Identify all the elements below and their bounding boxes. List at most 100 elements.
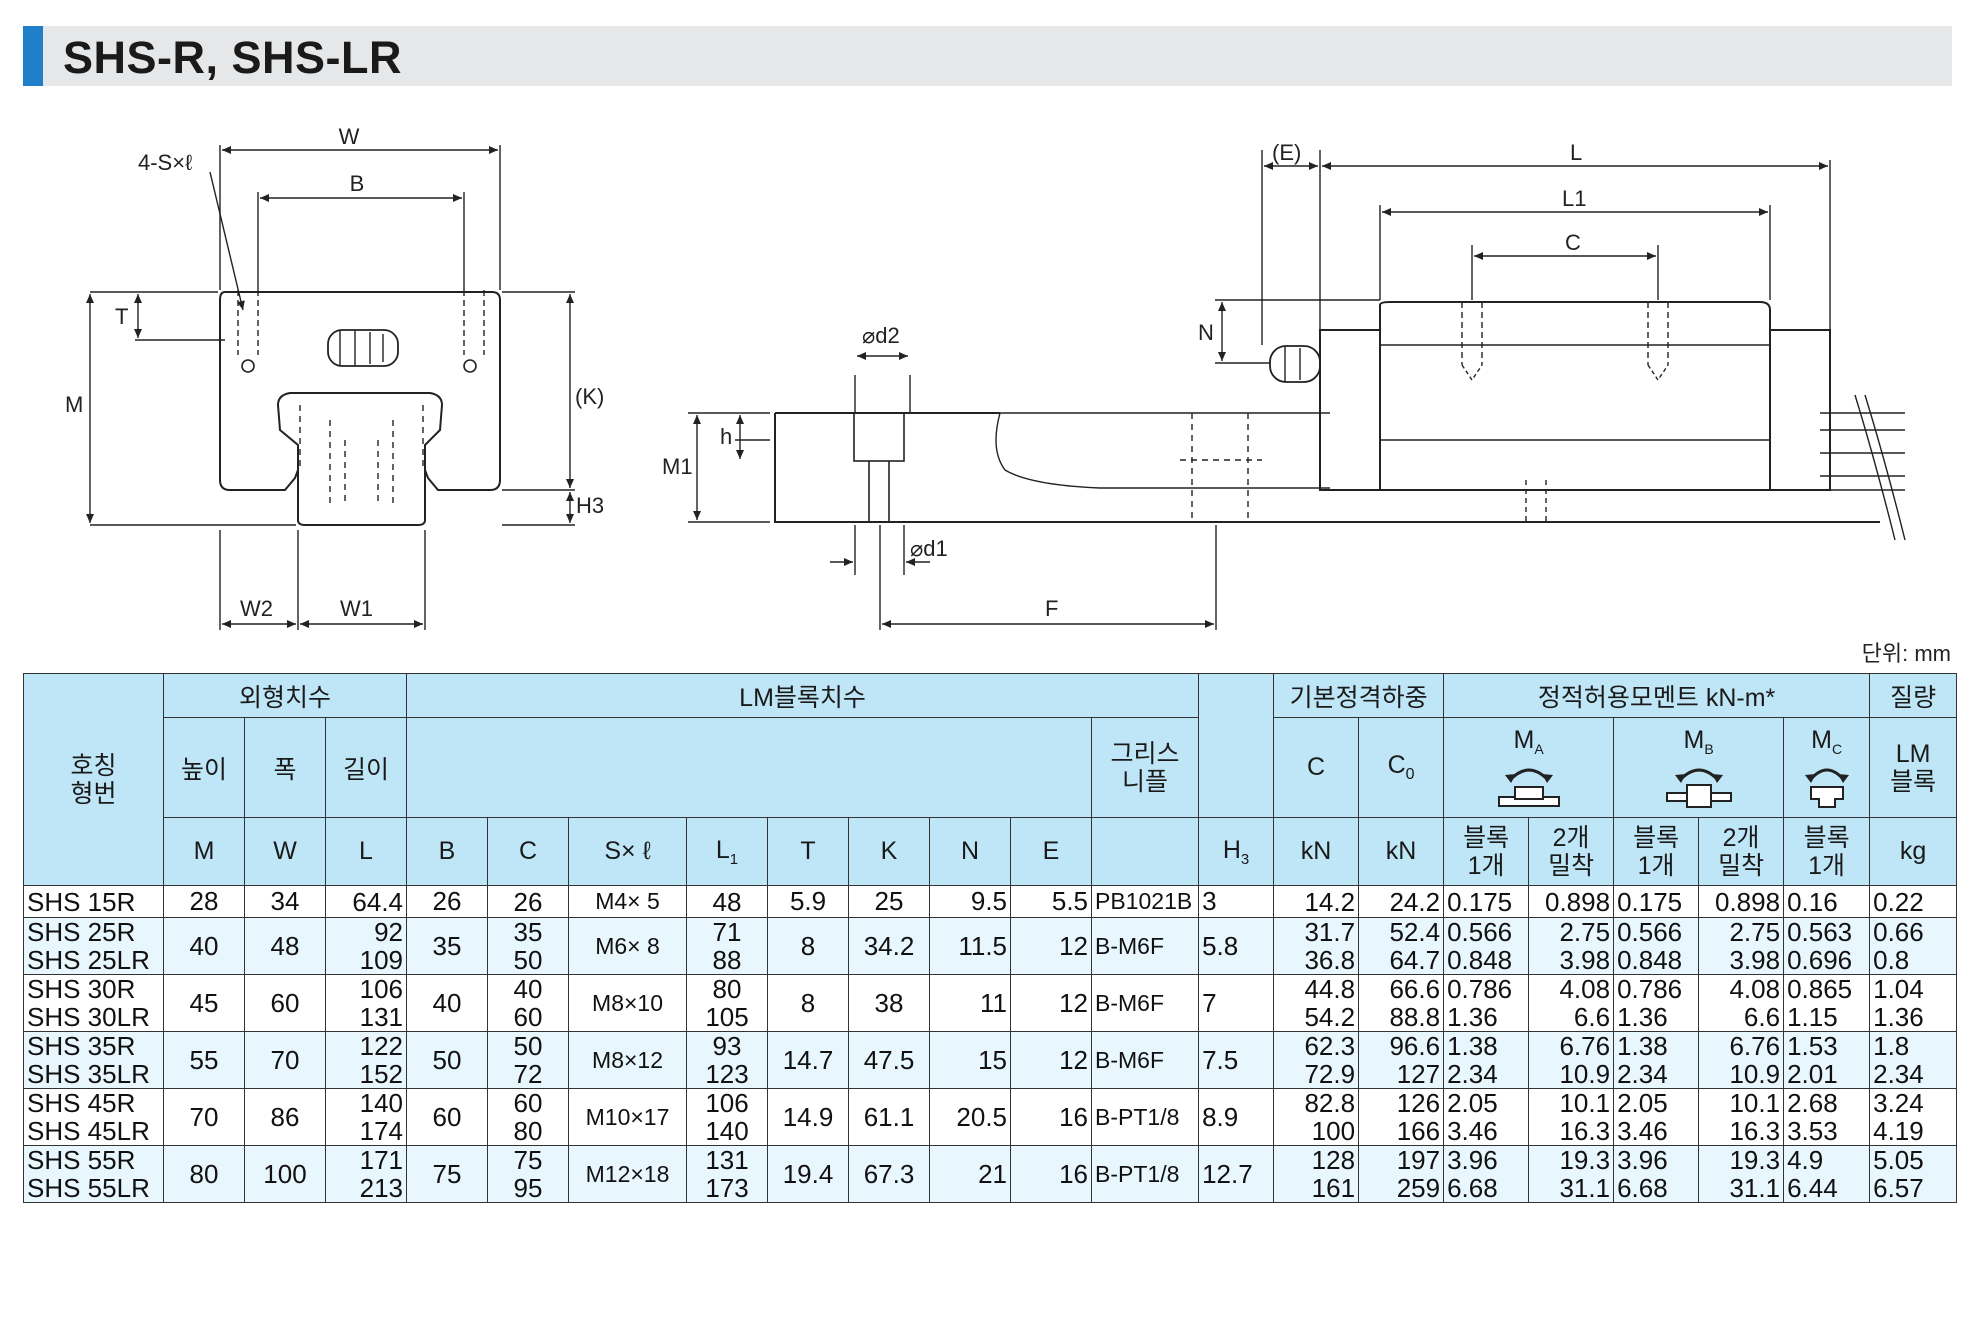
- cdyn-symbol: C: [1307, 753, 1326, 781]
- cell-line: 14.2: [1304, 886, 1356, 917]
- cell-line: 10.9: [1559, 1059, 1611, 1089]
- cell-b: 26: [406, 885, 489, 918]
- cell-model: SHS 15R: [23, 885, 164, 918]
- cell-grease: B-M6F: [1091, 974, 1200, 1032]
- c0-symbol: C0: [1387, 751, 1415, 783]
- ma-symbol: MA: [1513, 726, 1544, 757]
- cell-line: 2.34: [1447, 1059, 1498, 1089]
- cell-line: 140: [359, 1088, 404, 1118]
- cell-k: 61.1: [848, 1088, 931, 1146]
- cell-line: 1.15: [1787, 1002, 1838, 1032]
- header-ma-one: 블록 1개: [1443, 817, 1530, 886]
- cell-s: M12×18: [568, 1145, 688, 1203]
- cell-line: 3.24: [1873, 1088, 1924, 1118]
- cell-line: 2.68: [1787, 1088, 1838, 1118]
- cell-line: 106: [705, 1088, 749, 1118]
- cell-line: 259: [1396, 1173, 1441, 1203]
- cell-line: 0.898: [1715, 886, 1781, 917]
- cell-line: 3.96: [1617, 1145, 1668, 1175]
- cell-line: 6.68: [1617, 1173, 1668, 1203]
- moment-b-icon: [1665, 768, 1732, 808]
- cell-k: 25: [848, 885, 931, 918]
- cell-n: 11.5: [929, 917, 1012, 975]
- cell-line: 4.19: [1873, 1116, 1924, 1146]
- cell-line: 152: [359, 1059, 404, 1089]
- header-mc: MC: [1783, 717, 1871, 818]
- cell-line: 6.76: [1559, 1031, 1611, 1061]
- cell-line: 6.6: [1573, 1002, 1611, 1032]
- cell-line: 31.1: [1559, 1173, 1611, 1203]
- header-width: 폭: [244, 717, 326, 818]
- cell-b: 75: [406, 1145, 489, 1203]
- cell-line: 1.53: [1787, 1031, 1838, 1061]
- cell-line: 82.8: [1304, 1088, 1356, 1118]
- cell-line: 50: [513, 945, 543, 975]
- cell-grease: B-M6F: [1091, 1031, 1200, 1089]
- cell-line: 173: [705, 1173, 749, 1203]
- cell-n: 11: [929, 974, 1012, 1032]
- cell-line: 6.57: [1873, 1173, 1924, 1203]
- cell-line: 62.3: [1304, 1031, 1356, 1061]
- header-sym-W: W: [244, 817, 326, 886]
- cell-mc: 0.16: [1783, 885, 1871, 918]
- cell-line: 48: [712, 886, 742, 917]
- cell-line: 0.563: [1787, 917, 1853, 947]
- cell-line: SHS 30R: [27, 974, 136, 1004]
- cell-m: 40: [163, 917, 245, 975]
- cell-line: SHS 55R: [27, 1145, 136, 1175]
- cell-e: 5.5: [1010, 885, 1093, 918]
- cell-line: 54.2: [1304, 1002, 1356, 1032]
- cell-e: 12: [1010, 917, 1093, 975]
- cell-line: 80: [712, 974, 742, 1004]
- cell-line: SHS 25LR: [27, 945, 150, 975]
- cell-line: 6.44: [1787, 1173, 1838, 1203]
- cell-line: 0.786: [1617, 974, 1683, 1004]
- cell-line: 105: [705, 1002, 749, 1032]
- cell-line: SHS 45LR: [27, 1116, 150, 1146]
- unit-note: 단위: mm: [1861, 641, 1951, 666]
- cell-e: 12: [1010, 1031, 1093, 1089]
- cell-grease: B-PT1/8: [1091, 1088, 1200, 1146]
- header-grease: 그리스 니플: [1091, 717, 1200, 818]
- cell-line: 88.8: [1389, 1002, 1441, 1032]
- cell-n: 9.5: [929, 885, 1012, 918]
- cell-line: 26: [513, 886, 543, 917]
- cell-line: 0.175: [1447, 886, 1513, 917]
- cell-line: 3.46: [1617, 1116, 1668, 1146]
- cell-w: 100: [244, 1145, 326, 1203]
- cell-grease: B-PT1/8: [1091, 1145, 1200, 1203]
- cell-s: M4× 5: [568, 885, 688, 918]
- cell-line: SHS 45R: [27, 1088, 136, 1118]
- label-B: B: [350, 171, 365, 196]
- cell-line: 31.1: [1729, 1173, 1781, 1203]
- cell-line: 0.8: [1873, 945, 1910, 975]
- cell-line: 213: [359, 1173, 404, 1203]
- cell-line: 0.22: [1873, 886, 1924, 917]
- cell-line: 4.08: [1729, 974, 1781, 1004]
- page-title: SHS-R, SHS-LR: [63, 32, 403, 83]
